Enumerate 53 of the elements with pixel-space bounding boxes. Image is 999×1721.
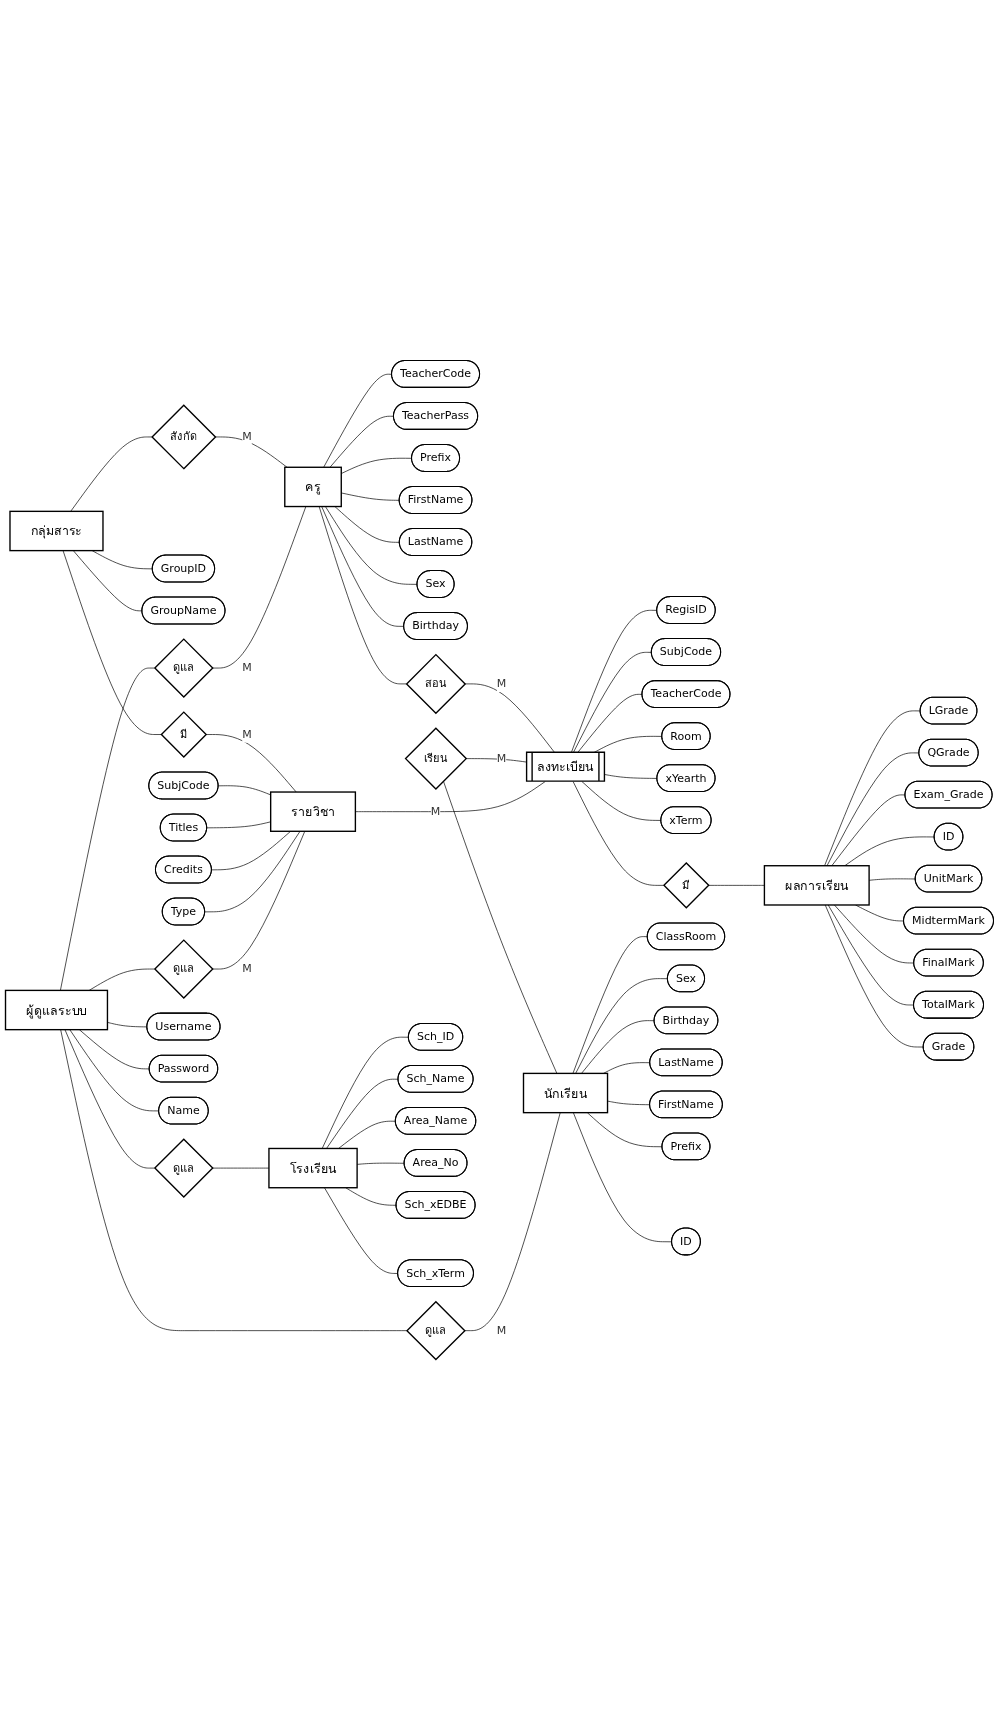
node-box: กลุ่มสาระ <box>9 511 104 552</box>
connector <box>88 969 155 992</box>
connector <box>205 734 297 793</box>
node-box: ครู <box>284 467 342 508</box>
connector <box>844 837 935 867</box>
connector <box>218 785 271 796</box>
node-box: นักเรียน <box>522 1073 609 1114</box>
node-diamond: ดูแล <box>406 1301 466 1361</box>
connector <box>60 1029 407 1332</box>
node-box: รายวิชา <box>270 791 357 833</box>
node-diamond: สังกัด <box>151 404 217 471</box>
connector <box>443 781 558 1075</box>
connector <box>323 374 393 469</box>
connector <box>326 1079 399 1150</box>
edge-label: M <box>496 752 507 766</box>
edge-label: M <box>242 962 252 976</box>
connector <box>60 668 155 992</box>
connector <box>708 885 765 887</box>
connector <box>824 905 924 1048</box>
edge-label: M <box>242 728 252 742</box>
connector <box>70 437 153 513</box>
node-diamond: มี <box>662 862 710 910</box>
connector <box>62 550 162 736</box>
connector <box>211 831 291 871</box>
connector <box>79 1029 150 1070</box>
node-diamond: เรียน <box>404 727 468 791</box>
connector <box>204 831 301 913</box>
connector <box>464 1112 561 1332</box>
node-box: ผู้ดูแลระบบ <box>4 990 109 1031</box>
connector <box>212 831 306 970</box>
connector <box>334 506 400 544</box>
edge-label: M <box>242 430 252 444</box>
node-diamond: มี <box>160 711 208 759</box>
edge-label: M <box>242 661 252 675</box>
connector <box>214 437 288 469</box>
connector <box>465 758 528 763</box>
node-box: โรงเรียน <box>268 1148 358 1189</box>
node-box: ผลการเรียน <box>763 865 870 907</box>
connector <box>824 710 921 867</box>
edge-label: M <box>430 805 441 819</box>
edge-label: M <box>496 677 507 691</box>
connector <box>581 1020 655 1075</box>
connector <box>572 781 664 887</box>
connector <box>572 936 648 1075</box>
edge-label: M <box>496 1324 507 1338</box>
connector <box>212 506 307 669</box>
node-diamond: ดูแล <box>153 638 214 699</box>
node-diamond: สอน <box>405 654 467 715</box>
connector <box>318 506 407 685</box>
connector <box>64 1029 155 1169</box>
connector <box>206 821 271 829</box>
node-diamond: ดูแล <box>153 1138 214 1199</box>
node-diamond: ดูแล <box>153 939 214 1000</box>
